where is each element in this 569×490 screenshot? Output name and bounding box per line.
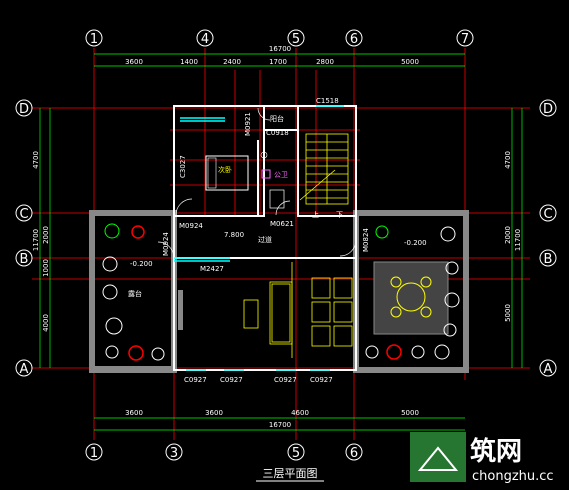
axis-top-7: 7 bbox=[461, 32, 469, 47]
dim-right-1: 4700 bbox=[504, 151, 512, 169]
axis-top-1: 1 bbox=[90, 32, 98, 47]
label-m0824: M0824 bbox=[362, 228, 370, 252]
windows bbox=[174, 105, 344, 371]
plants bbox=[102, 223, 460, 361]
dim-left-4: 4000 bbox=[42, 314, 50, 332]
label-c0927-4: C0927 bbox=[310, 376, 333, 384]
axis-top-5: 5 bbox=[292, 32, 300, 47]
axis-top-4: 4 bbox=[201, 32, 209, 47]
dim-top-5: 2800 bbox=[316, 58, 334, 66]
axis-left-c: C bbox=[19, 207, 28, 222]
label-balcony-small: 阳台 bbox=[270, 114, 284, 123]
label-terrace: 露台 bbox=[128, 289, 142, 298]
bathroom-fixtures bbox=[260, 151, 285, 209]
label-m0924b: M0924 bbox=[162, 232, 170, 256]
label-level-right: -0.200 bbox=[404, 239, 427, 247]
dim-top-total: 16700 bbox=[269, 45, 291, 53]
axis-bottom-6: 6 bbox=[350, 446, 358, 461]
label-stair-up: 上 bbox=[312, 210, 319, 219]
axis-bottom-3: 3 bbox=[170, 446, 178, 461]
label-m0924a: M0924 bbox=[179, 222, 203, 230]
axis-bottom-5: 5 bbox=[292, 446, 300, 461]
axis-right-c: C bbox=[543, 207, 552, 222]
label-c0927-1: C0927 bbox=[184, 376, 207, 384]
dim-top-3: 2400 bbox=[223, 58, 241, 66]
label-m0921: M0921 bbox=[244, 112, 252, 136]
axis-right-d: D bbox=[543, 102, 553, 117]
dim-left-3: 1000 bbox=[42, 259, 50, 277]
dim-bottom-2: 3600 bbox=[205, 409, 223, 417]
axis-bottom-1: 1 bbox=[90, 446, 98, 461]
dim-top-2: 1400 bbox=[180, 58, 198, 66]
dim-bottom-4: 5000 bbox=[401, 409, 419, 417]
axis-left-a: A bbox=[20, 362, 29, 377]
watermark-cn: 筑网 bbox=[470, 436, 522, 467]
drawing-title: 三层平面图 bbox=[263, 467, 318, 480]
wall-cabinet bbox=[178, 290, 183, 330]
axis-bubbles bbox=[15, 29, 557, 461]
label-m0621: M0621 bbox=[270, 220, 294, 228]
axis-right-b: B bbox=[544, 252, 553, 267]
label-c0927-2: C0927 bbox=[220, 376, 243, 384]
doors bbox=[157, 107, 357, 259]
label-c3027: C3027 bbox=[179, 155, 187, 178]
label-c1518: C1518 bbox=[316, 97, 339, 105]
label-c0918: C0918 bbox=[266, 129, 289, 137]
bed bbox=[205, 155, 249, 191]
staircase bbox=[299, 133, 349, 205]
label-elevation: 7.800 bbox=[224, 231, 244, 239]
axis-left-b: B bbox=[20, 252, 29, 267]
watermark-logo-icon bbox=[410, 432, 466, 482]
dim-bottom-1: 3600 bbox=[125, 409, 143, 417]
terrace-table bbox=[373, 261, 449, 335]
label-bathroom: 公卫 bbox=[274, 171, 288, 179]
dim-left-2: 2000 bbox=[42, 226, 50, 244]
dim-left-1: 4700 bbox=[32, 151, 40, 169]
dimension-lines bbox=[39, 53, 523, 431]
watermark: 筑网 chongzhu.cc bbox=[410, 432, 554, 484]
label-c0927-3: C0927 bbox=[274, 376, 297, 384]
dim-bottom-3: 4600 bbox=[291, 409, 309, 417]
label-level-left: -0.200 bbox=[130, 260, 153, 268]
living-room-furniture bbox=[243, 262, 353, 358]
axis-right-a: A bbox=[544, 362, 553, 377]
dim-top-6: 5000 bbox=[401, 58, 419, 66]
dim-right-2: 2000 bbox=[504, 226, 512, 244]
label-m2427: M2427 bbox=[200, 265, 224, 273]
dim-top-1: 3600 bbox=[125, 58, 143, 66]
dim-bottom-total: 16700 bbox=[269, 421, 291, 429]
label-bedroom: 次卧 bbox=[218, 165, 232, 174]
watermark-url: chongzhu.cc bbox=[472, 469, 554, 484]
axis-top-6: 6 bbox=[350, 32, 358, 47]
dim-top-4: 1700 bbox=[269, 58, 287, 66]
dim-right-total: 11700 bbox=[514, 229, 522, 251]
label-corridor: 过道 bbox=[258, 235, 272, 244]
dim-right-3: 5000 bbox=[504, 304, 512, 322]
dim-left-total: 11700 bbox=[32, 229, 40, 251]
axis-left-d: D bbox=[19, 102, 29, 117]
label-stair-down: 下 bbox=[336, 211, 343, 219]
